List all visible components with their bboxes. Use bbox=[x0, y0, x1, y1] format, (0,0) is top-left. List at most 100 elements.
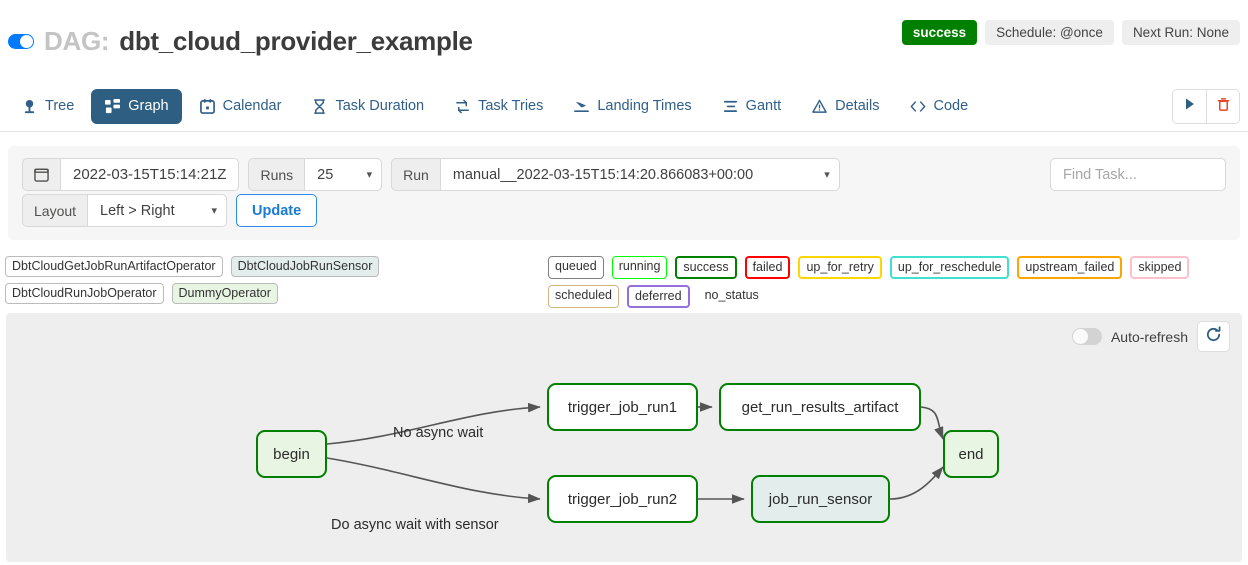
operator-legend: DbtCloudGetJobRunArtifactOperator DbtClo… bbox=[5, 256, 535, 304]
update-button[interactable]: Update bbox=[236, 194, 318, 227]
execution-date-input[interactable]: 2022-03-15T15:14:21Z bbox=[60, 158, 240, 191]
tab-bar: Tree Graph Calendar Task Duration Task T bbox=[0, 80, 1248, 132]
hourglass-icon bbox=[311, 98, 328, 115]
task-node-trigger-job-run1[interactable]: trigger_job_run1 bbox=[547, 383, 698, 431]
tab-graph[interactable]: Graph bbox=[91, 88, 182, 124]
task-node-label: job_run_sensor bbox=[768, 490, 873, 508]
task-node-trigger-job-run2[interactable]: trigger_job_run2 bbox=[547, 475, 698, 523]
dag-graph-canvas[interactable]: Auto-refresh begin trigger_job_run1 get_… bbox=[6, 313, 1242, 562]
edge-artifact-end bbox=[920, 406, 944, 440]
page-title: dbt_cloud_provider_example bbox=[119, 26, 473, 56]
layout-select[interactable]: Left > Right ▾ bbox=[87, 194, 228, 227]
task-node-begin[interactable]: begin bbox=[256, 430, 327, 478]
state-legend-item[interactable]: deferred bbox=[627, 285, 690, 308]
state-legend-item[interactable]: up_for_reschedule bbox=[889, 256, 1010, 279]
trigger-dag-button[interactable] bbox=[1173, 90, 1206, 123]
play-icon bbox=[1183, 97, 1197, 116]
runs-select[interactable]: 25 ▾ bbox=[304, 158, 383, 191]
tab-label: Calendar bbox=[222, 98, 282, 114]
dag-title: DAG: dbt_cloud_provider_example bbox=[8, 26, 473, 57]
chevron-down-icon: ▾ bbox=[824, 169, 830, 181]
trash-icon bbox=[1216, 97, 1231, 117]
toggle-knob bbox=[1072, 329, 1088, 344]
state-legend-item[interactable]: up_for_retry bbox=[798, 256, 882, 279]
next-run-badge[interactable]: Next Run: None bbox=[1121, 20, 1240, 45]
gantt-icon bbox=[722, 98, 739, 115]
layout-group: Layout Left > Right ▾ bbox=[22, 194, 228, 227]
calendar-icon[interactable] bbox=[22, 158, 60, 191]
chevron-down-icon: ▾ bbox=[211, 205, 218, 217]
operator-legend-item[interactable]: DbtCloudRunJobOperator bbox=[5, 283, 164, 304]
task-node-label: trigger_job_run1 bbox=[567, 398, 678, 416]
state-legend: queued running success failed up_for_ret… bbox=[548, 256, 1248, 308]
tab-label: Landing Times bbox=[597, 98, 692, 114]
status-badge: success bbox=[901, 20, 978, 45]
task-node-label: end bbox=[958, 445, 984, 463]
task-node-get-run-results-artifact[interactable]: get_run_results_artifact bbox=[719, 383, 921, 431]
tab-landing-times[interactable]: Landing Times bbox=[560, 89, 704, 124]
tab-gantt[interactable]: Gantt bbox=[709, 89, 794, 124]
tab-label: Tree bbox=[45, 98, 75, 114]
state-legend-item[interactable]: running bbox=[611, 256, 668, 279]
state-legend-item[interactable]: queued bbox=[548, 256, 604, 279]
state-legend-item[interactable]: failed bbox=[744, 256, 791, 279]
code-icon bbox=[909, 98, 926, 115]
state-legend-item[interactable]: success bbox=[675, 256, 737, 279]
refresh-icon bbox=[1205, 325, 1222, 348]
edge-label-no-async-wait: No async wait bbox=[393, 425, 484, 441]
triangle-info-icon bbox=[811, 98, 828, 115]
tab-label: Details bbox=[835, 98, 880, 114]
runs-select-value: 25 bbox=[317, 166, 334, 183]
run-select[interactable]: manual__2022-03-15T15:14:20.866083+00:00… bbox=[439, 158, 840, 191]
chevron-down-icon: ▾ bbox=[366, 169, 373, 181]
header-badges: success Schedule: @once Next Run: None bbox=[901, 20, 1240, 45]
tab-code[interactable]: Code bbox=[896, 89, 981, 124]
run-label: Run bbox=[391, 158, 440, 191]
delete-dag-button[interactable] bbox=[1206, 90, 1239, 123]
tab-task-duration[interactable]: Task Duration bbox=[298, 89, 437, 124]
dag-paused-toggle[interactable] bbox=[8, 34, 34, 49]
auto-refresh-toggle[interactable] bbox=[1071, 328, 1102, 345]
task-node-job-run-sensor[interactable]: job_run_sensor bbox=[751, 475, 890, 523]
auto-refresh-label: Auto-refresh bbox=[1110, 328, 1188, 345]
page-header: DAG: dbt_cloud_provider_example success … bbox=[0, 0, 1248, 72]
operator-legend-item[interactable]: DbtCloudJobRunSensor bbox=[230, 256, 380, 277]
refresh-button[interactable] bbox=[1197, 321, 1230, 352]
graph-controls-panel: 2022-03-15T15:14:21Z Runs 25 ▾ Run manua… bbox=[8, 146, 1240, 240]
layout-label: Layout bbox=[22, 194, 88, 227]
tab-task-tries[interactable]: Task Tries bbox=[441, 89, 556, 124]
toggle-knob bbox=[20, 35, 33, 48]
dag-label: DAG: bbox=[44, 26, 110, 56]
controls-row-top: 2022-03-15T15:14:21Z Runs 25 ▾ Run manua… bbox=[22, 158, 840, 191]
tab-label: Task Tries bbox=[478, 98, 544, 114]
find-task-input[interactable]: Find Task... bbox=[1050, 158, 1226, 191]
state-legend-item[interactable]: scheduled bbox=[548, 285, 619, 308]
task-node-end[interactable]: end bbox=[943, 430, 999, 478]
state-legend-item[interactable]: no_status bbox=[704, 288, 759, 302]
task-node-label: begin bbox=[273, 445, 310, 463]
task-node-label: get_run_results_artifact bbox=[741, 398, 899, 416]
schedule-badge[interactable]: Schedule: @once bbox=[985, 20, 1114, 45]
tab-label: Gantt bbox=[745, 98, 782, 114]
landing-icon bbox=[573, 98, 590, 115]
dag-action-buttons bbox=[1172, 89, 1240, 124]
state-legend-item[interactable]: skipped bbox=[1130, 256, 1190, 279]
tab-label: Code bbox=[933, 98, 969, 114]
controls-row-bottom: Layout Left > Right ▾ Update bbox=[22, 194, 318, 227]
tab-details[interactable]: Details bbox=[798, 89, 892, 124]
operator-legend-item[interactable]: DummyOperator bbox=[171, 283, 278, 304]
runs-group: Runs 25 ▾ bbox=[248, 158, 383, 191]
state-legend-item[interactable]: upstream_failed bbox=[1017, 256, 1123, 279]
operator-legend-item[interactable]: DbtCloudGetJobRunArtifactOperator bbox=[5, 256, 223, 277]
edge-begin-trigger1 bbox=[326, 402, 541, 445]
tab-label: Task Duration bbox=[335, 98, 425, 114]
tab-tree[interactable]: Tree bbox=[8, 89, 87, 124]
run-group: Run manual__2022-03-15T15:14:20.866083+0… bbox=[391, 158, 840, 191]
tab-calendar[interactable]: Calendar bbox=[186, 89, 295, 124]
tab-label: Graph bbox=[128, 98, 169, 114]
edge-label-do-async-wait: Do async wait with sensor bbox=[331, 517, 499, 533]
auto-refresh-controls: Auto-refresh bbox=[1071, 321, 1230, 352]
execution-date-group: 2022-03-15T15:14:21Z bbox=[22, 158, 240, 191]
edge-sensor-end bbox=[889, 466, 944, 500]
calendar-icon bbox=[199, 98, 216, 115]
